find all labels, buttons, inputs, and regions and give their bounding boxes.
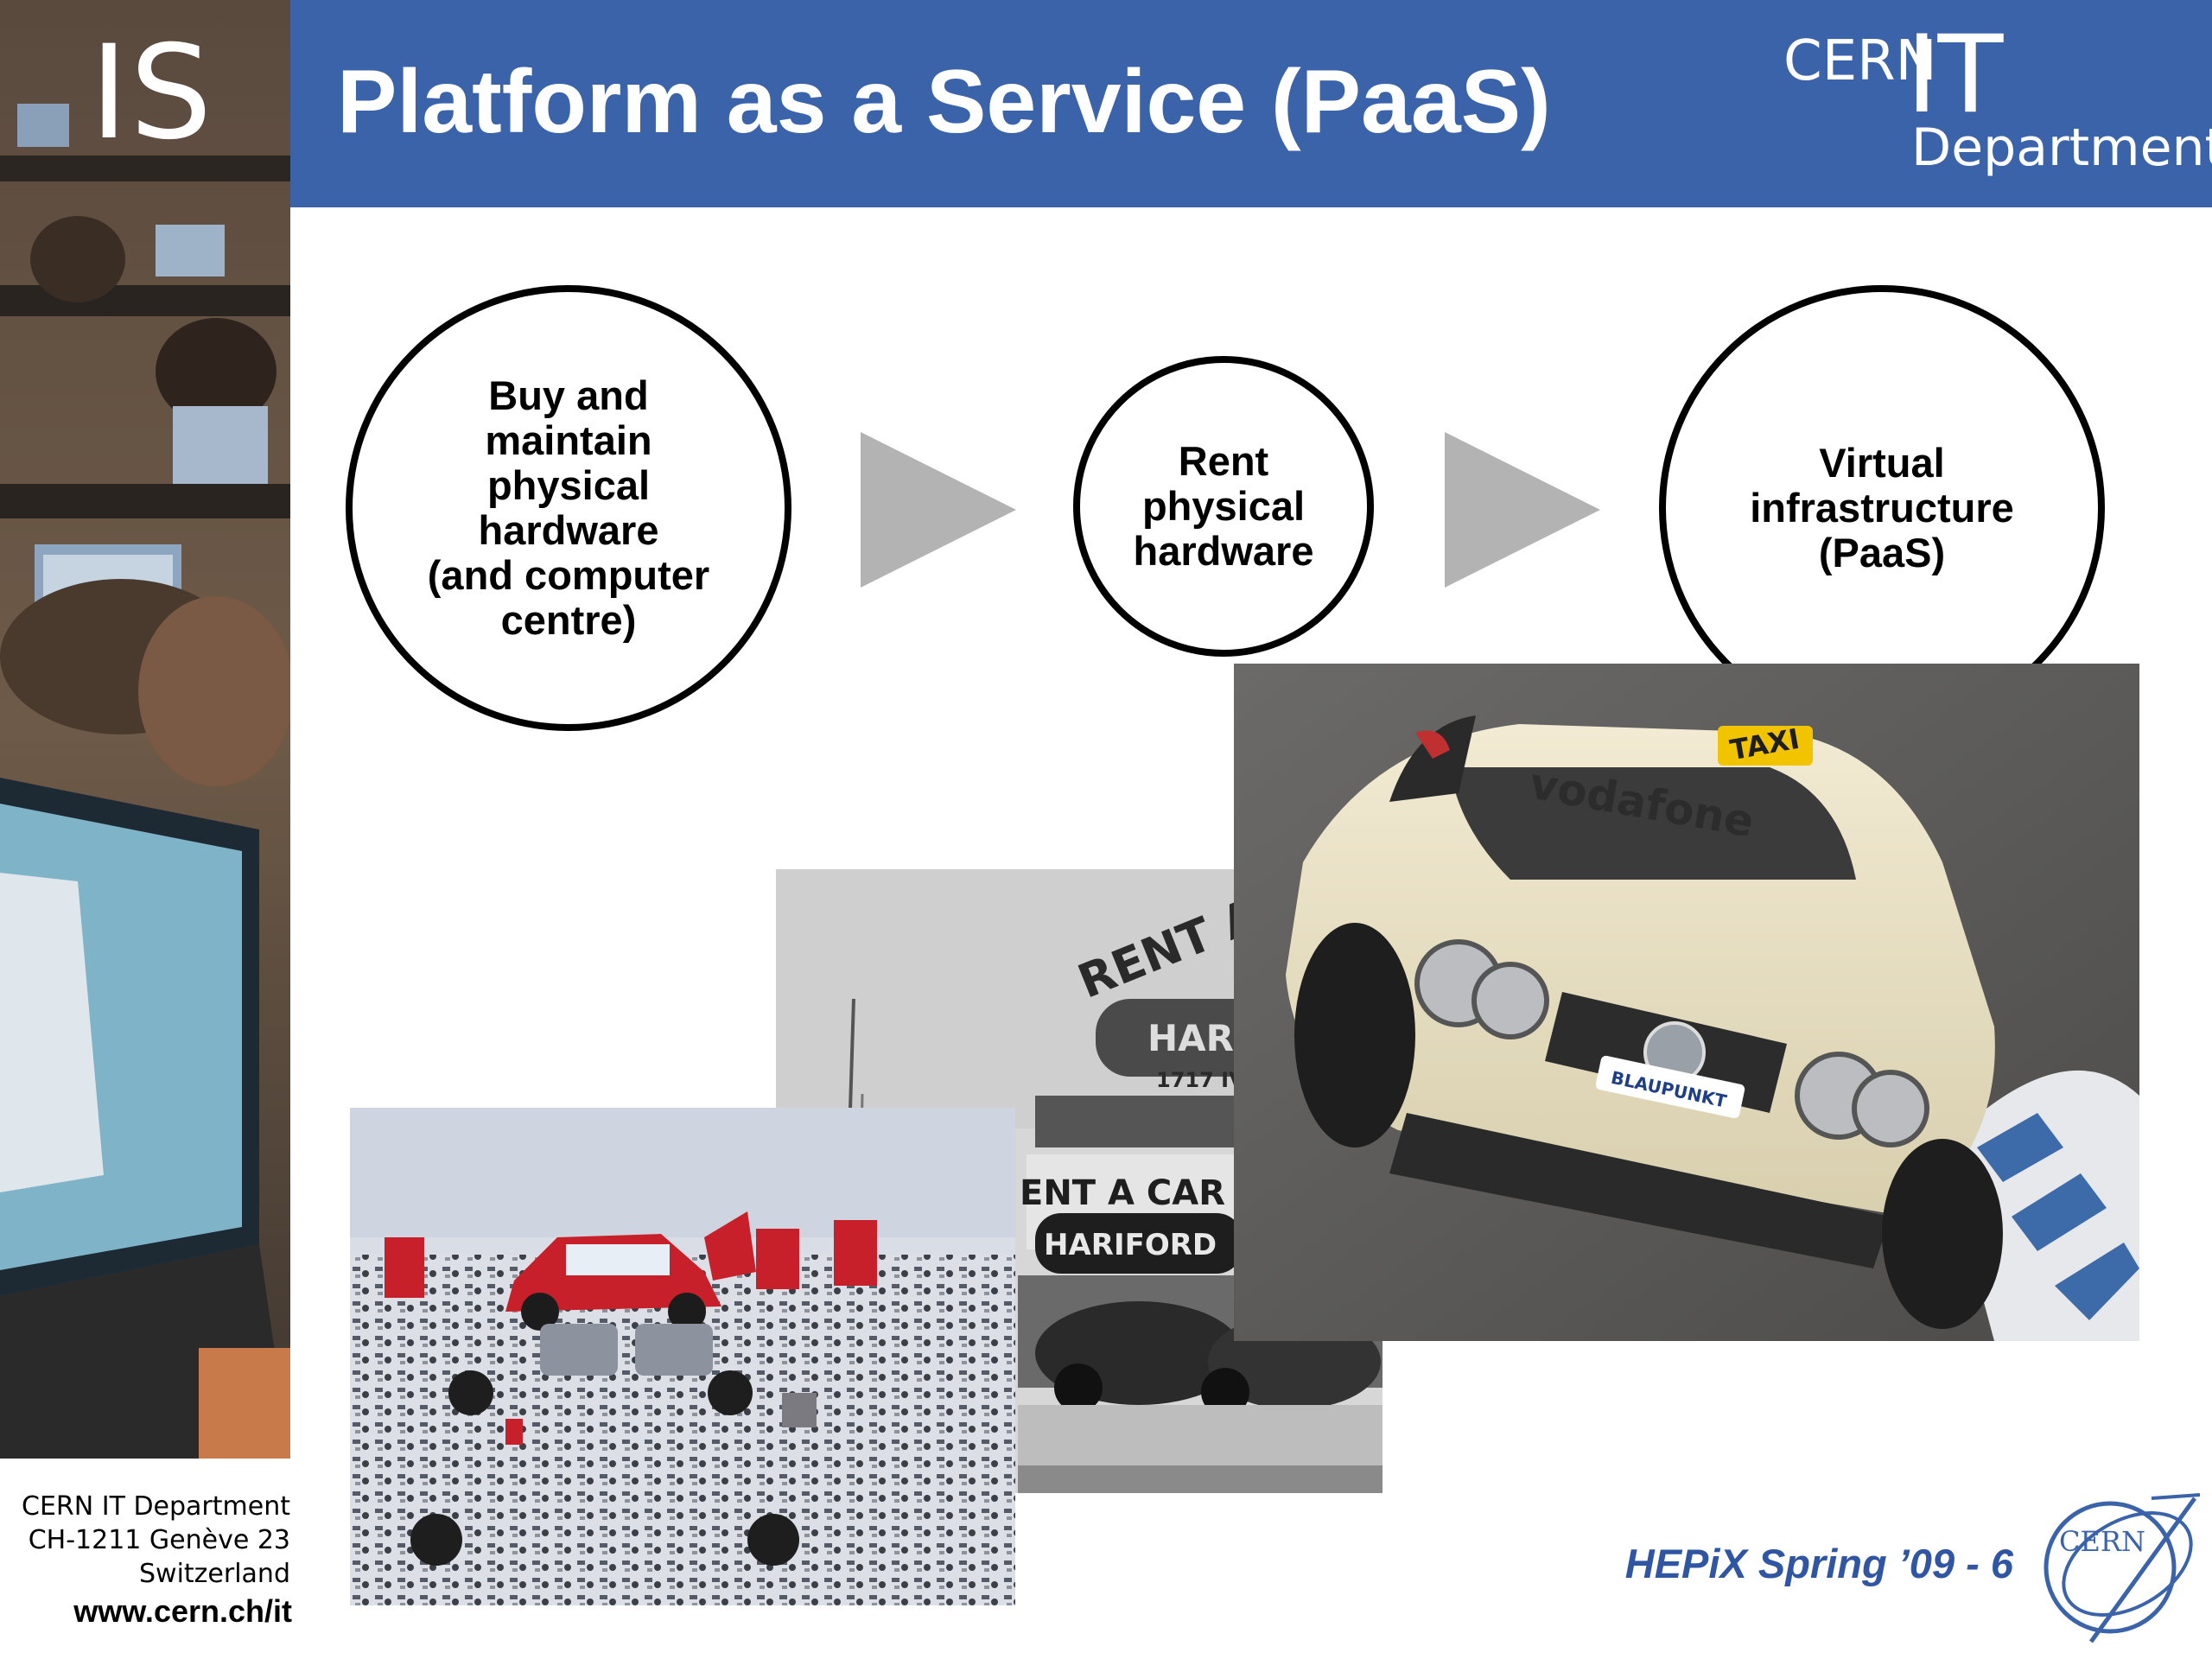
step-virtual-infrastructure-label: Virtual infrastructure (PaaS): [1750, 440, 2014, 575]
cern-emblem-text: CERN: [2059, 1525, 2145, 1558]
footer-address-line: CH-1211 Genève 23: [28, 1525, 290, 1555]
race-car-taxi-photo: vodafone TAXI BLAUPUNKT: [1234, 664, 2139, 1341]
footer-address-line: CERN IT Department: [22, 1491, 290, 1522]
rental-banner-brand: HARIFORD: [1044, 1228, 1217, 1262]
arrow-right-icon: [861, 432, 1016, 588]
cern-it-logo-cern: CERN: [1783, 29, 1937, 93]
lecture-hall-photo: [0, 0, 290, 1459]
cern-it-logo-it: IT: [1906, 13, 2004, 137]
footer-url: www.cern.ch/it: [73, 1593, 292, 1629]
slide-footer-label: HEPiX Spring ’09 - 6: [1624, 1541, 2013, 1586]
step-rent-hardware-label: Rent physical hardware: [1133, 438, 1314, 574]
arrow-right-icon: [1445, 432, 1600, 588]
cern-it-logo-department: Department: [1911, 118, 2212, 178]
step-buy-hardware-label: Buy and maintain physical hardware (and …: [427, 372, 710, 643]
cern-emblem-icon: [2039, 1490, 2202, 1645]
step-rent-hardware: Rent physical hardware: [1073, 356, 1374, 657]
step-buy-hardware: Buy and maintain physical hardware (and …: [346, 285, 791, 731]
rental-sign-address: 1717 IV: [1156, 1068, 1245, 1092]
footer-address: CERN IT Department CH-1211 Genève 23 Swi…: [0, 1490, 290, 1591]
slide-title: Platform as a Service (PaaS): [337, 52, 1551, 152]
footer-address-line: Switzerland: [139, 1559, 290, 1589]
section-code: IS: [90, 18, 214, 168]
rental-banner-text: ENT A CAR: [1020, 1173, 1225, 1213]
step-virtual-infrastructure: Virtual infrastructure (PaaS): [1659, 285, 2105, 731]
header-bar: [290, 0, 2212, 207]
disassembled-car-photo: [350, 1108, 1015, 1605]
